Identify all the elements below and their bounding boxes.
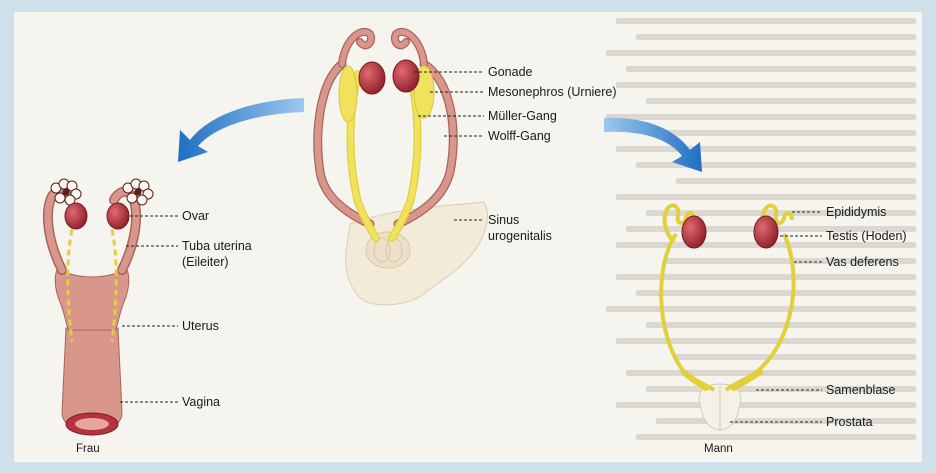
testis-left: [682, 216, 706, 248]
vas-deferens-left: [661, 234, 714, 390]
label-gonade: Gonade: [488, 65, 533, 79]
label-uterus: Uterus: [182, 319, 219, 333]
label-ovar: Ovar: [182, 209, 209, 223]
label-tuba-uterina: Tuba uterina: [182, 239, 252, 253]
female-anatomy: [48, 179, 153, 435]
fimbriae-left: [51, 179, 81, 205]
arrow-to-female: [178, 98, 304, 162]
label-epididymis: Epididymis: [826, 205, 886, 219]
gonad-right: [393, 60, 419, 92]
label-eileiter: (Eileiter): [182, 255, 229, 269]
caption-frau: Frau: [76, 443, 100, 455]
ovary-left: [65, 203, 87, 229]
textbook-page: Gonade Mesonephros (Urniere) Müller-Gang…: [14, 12, 922, 462]
vas-deferens-right: [726, 234, 794, 390]
fimbriae-right: [123, 179, 153, 205]
indifferent-stage: [318, 32, 488, 305]
uterus-shape: [55, 268, 129, 330]
label-testis: Testis (Hoden): [826, 229, 907, 243]
label-vagina: Vagina: [182, 395, 220, 409]
testis-right: [754, 216, 778, 248]
label-urogenitalis: urogenitalis: [488, 229, 552, 243]
label-mesonephros: Mesonephros (Urniere): [488, 85, 617, 99]
male-anatomy: [661, 206, 793, 430]
label-sinus: Sinus: [488, 213, 519, 227]
gonad-left: [359, 62, 385, 94]
label-mueller-gang: Müller-Gang: [488, 109, 557, 123]
arrow-to-male: [604, 118, 702, 172]
caption-mann: Mann: [704, 443, 733, 455]
label-samenblase: Samenblase: [826, 383, 896, 397]
ovary-right: [107, 203, 129, 229]
label-wolff-gang: Wolff-Gang: [488, 129, 551, 143]
mesonephros-left: [339, 66, 357, 122]
label-vas-deferens: Vas deferens: [826, 255, 899, 269]
label-prostata: Prostata: [826, 415, 873, 429]
sexual-development-diagram: Gonade Mesonephros (Urniere) Müller-Gang…: [14, 12, 922, 462]
